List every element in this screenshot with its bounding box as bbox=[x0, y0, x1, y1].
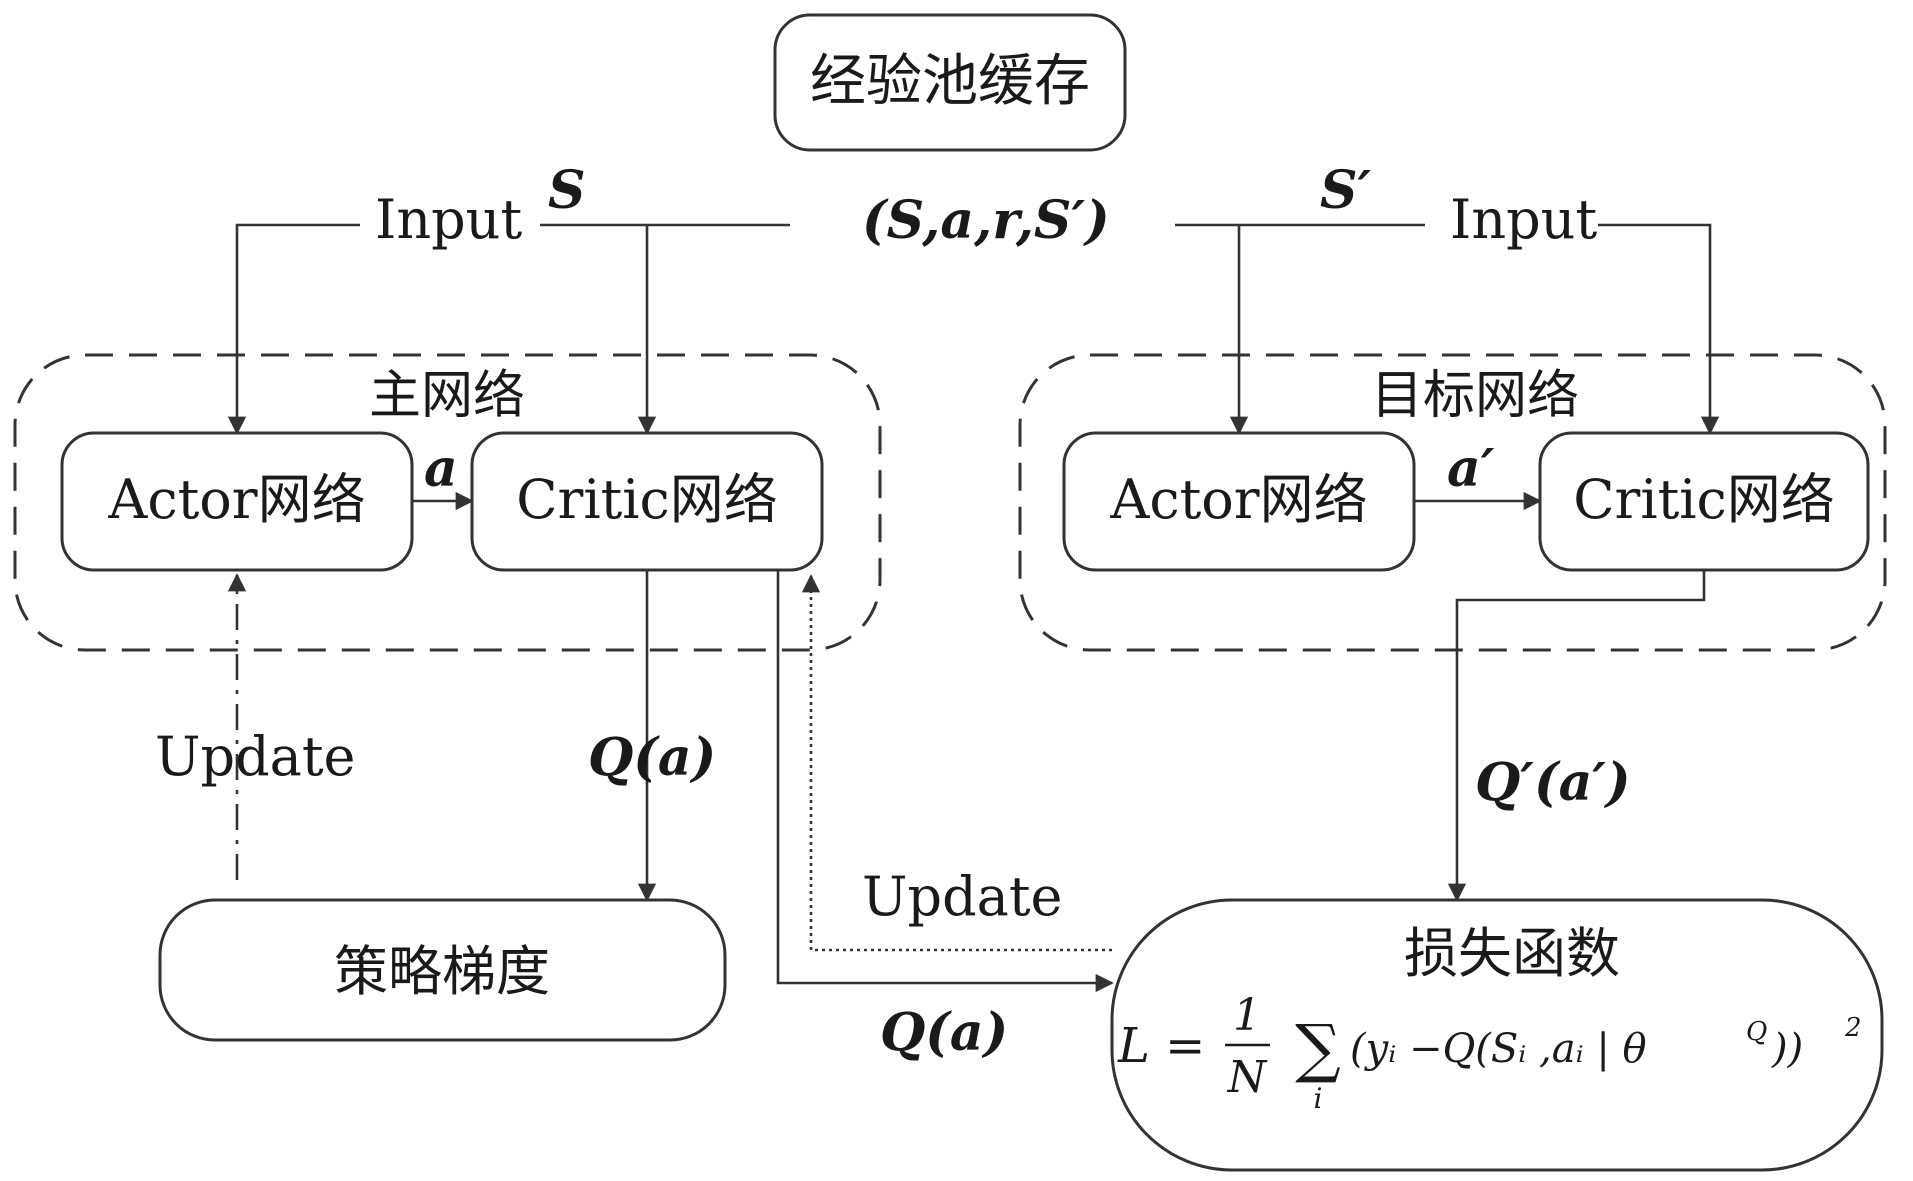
formula-body: (yᵢ −Q(Sᵢ ,aᵢ | θ bbox=[1350, 1026, 1647, 1072]
formula-lhs: L = bbox=[1117, 1018, 1205, 1074]
main-actor-label: Actor网络 bbox=[107, 468, 365, 531]
update-critic-arrow bbox=[801, 574, 1112, 952]
loss-formula: L = 1 N ∑ i (yᵢ −Q(Sᵢ ,aᵢ | θ Q )) 2 bbox=[1117, 990, 1862, 1115]
main-critic-label: Critic网络 bbox=[516, 468, 778, 531]
main-network-group bbox=[13, 353, 882, 652]
q-value-label-loss: Q(a) bbox=[880, 1002, 1008, 1063]
target-network-group bbox=[1018, 353, 1887, 652]
policy-gradient-box bbox=[158, 898, 727, 1042]
formula-power: 2 bbox=[1844, 1013, 1862, 1043]
input-label-left: Input bbox=[375, 188, 522, 251]
replay-buffer-box bbox=[773, 13, 1127, 152]
loss-function-label: 损失函数 bbox=[1404, 922, 1620, 985]
update-label-critic: Update bbox=[862, 865, 1063, 928]
formula-sum-index: i bbox=[1314, 1082, 1323, 1115]
action-label-target: a′ bbox=[1447, 438, 1495, 499]
q-prime-label: Q′(a′) bbox=[1475, 752, 1631, 813]
critic-q-to-loss bbox=[776, 570, 1114, 993]
update-label-actor: Update bbox=[155, 725, 356, 788]
target-actor-label: Actor网络 bbox=[1109, 468, 1367, 531]
formula-sum: ∑ bbox=[1295, 1012, 1341, 1086]
next-state-label: S′ bbox=[1320, 160, 1372, 221]
input-line-left bbox=[227, 223, 360, 435]
replay-buffer-label: 经验池缓存 bbox=[810, 49, 1090, 114]
action-label-main: a bbox=[424, 438, 458, 499]
target-critic-label: Critic网络 bbox=[1573, 468, 1835, 531]
policy-gradient-label: 策略梯度 bbox=[334, 940, 550, 1003]
state-label-left: S bbox=[548, 160, 586, 221]
formula-superscript-q: Q bbox=[1746, 1017, 1767, 1047]
target-network-label: 目标网络 bbox=[1371, 366, 1579, 426]
formula-close: )) bbox=[1771, 1026, 1803, 1072]
formula-frac-num: 1 bbox=[1233, 990, 1261, 1041]
formula-frac-den: N bbox=[1227, 1052, 1268, 1103]
main-network-label: 主网络 bbox=[369, 366, 525, 426]
q-value-label-main: Q(a) bbox=[588, 727, 716, 788]
loss-function-box bbox=[1110, 898, 1884, 1172]
target-q-to-loss bbox=[1447, 570, 1706, 902]
transition-label: (S,a,r,S′) bbox=[862, 190, 1110, 251]
input-label-right: Input bbox=[1450, 188, 1597, 251]
input-to-target-critic bbox=[1598, 223, 1720, 435]
